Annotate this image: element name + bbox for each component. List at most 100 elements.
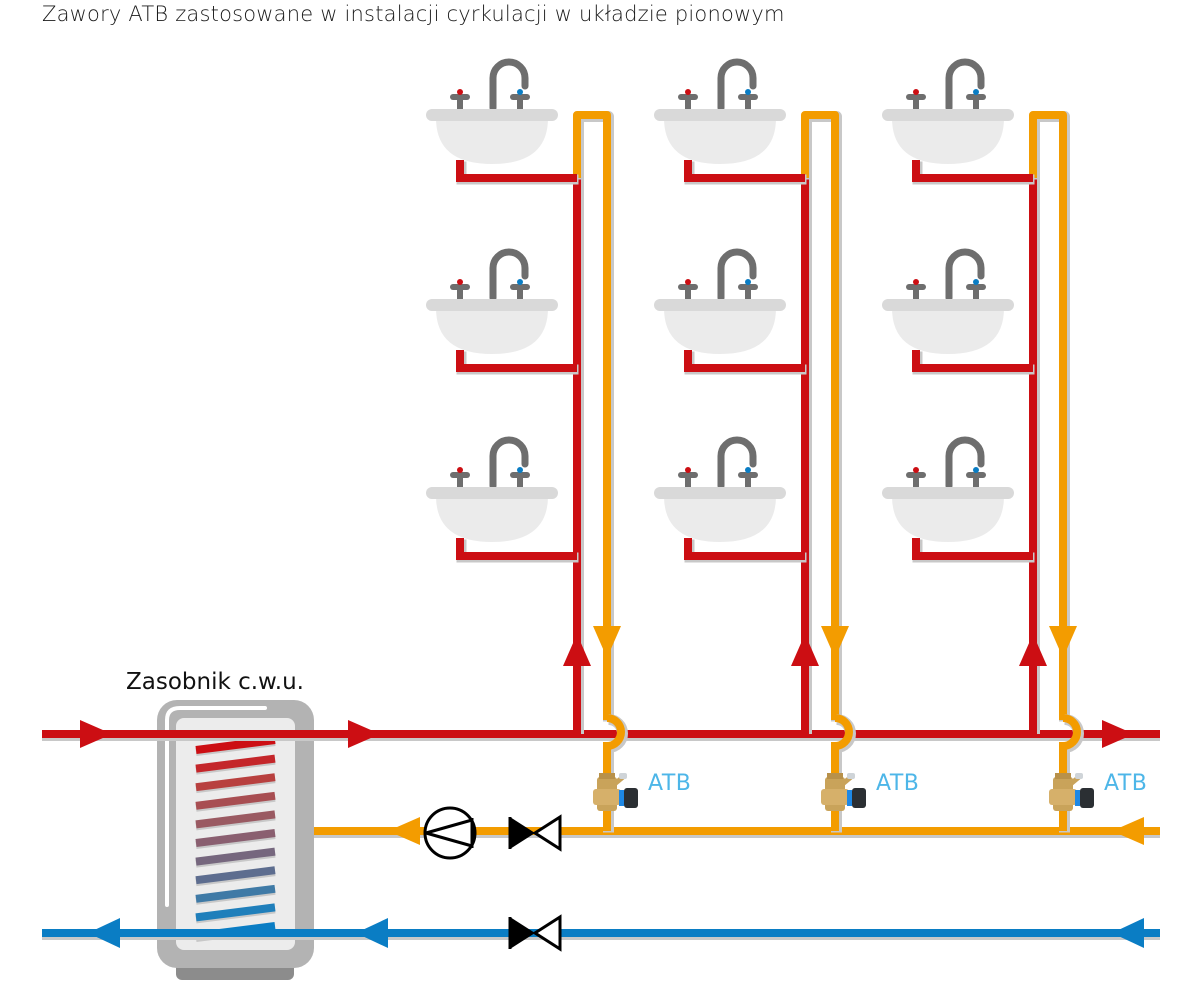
circulation-riser [801,111,839,720]
circ-arrow-tank-icon [388,817,420,845]
sink-rim [882,487,1014,499]
cold-tap-icon [973,279,979,285]
heating-coil [195,736,276,942]
faucet-icon [945,248,985,302]
faucet-icon [489,248,529,302]
hot-tap-icon [457,89,463,95]
coil-row [195,736,276,754]
cold-arrow-mid-icon [356,918,388,948]
sink-branch-pipe [456,538,577,560]
coil-row [195,754,276,773]
hot-water-main [42,730,1160,741]
coil-row [195,791,276,810]
riser-group-1 [426,58,638,833]
coil-row [195,847,276,866]
sink-rim [882,299,1014,311]
cold-water-shutoff-valve-icon [508,914,562,952]
hot-tap-icon [913,279,919,285]
hot-tap-icon [457,467,463,473]
coil-row [195,884,276,903]
circulation-pump-icon [423,806,477,860]
hot-tap-icon [685,467,691,473]
sink-rim [426,299,558,311]
atb-valve-icon [593,773,638,811]
hot-up-arrow-icon [791,634,819,666]
coil-row [195,829,276,847]
faucet-icon [489,436,529,490]
sink-rim [882,109,1014,121]
hot-tap-icon [913,89,919,95]
sink-icon [426,436,558,542]
sink-rim [426,109,558,121]
hot-arrow-out-icon [348,720,380,748]
cold-tap-icon [517,279,523,285]
sink-rim [654,109,786,121]
cold-tap-icon [973,467,979,473]
circulation-riser [573,111,611,720]
sink-branch-pipe [456,350,577,372]
atb-valve-icon [1049,773,1094,811]
sink-branch-pipe [912,160,1033,182]
hot-up-arrow-icon [1019,634,1047,666]
circulation-riser [1029,111,1067,720]
coil-row [195,903,276,922]
faucet-icon [945,436,985,490]
sink-bowl [892,496,1004,542]
sink-rim [426,487,558,499]
sink-branch-pipe [912,350,1033,372]
flow-arrows [80,720,1144,948]
sink-icon [654,58,786,164]
faucet-icon [717,436,757,490]
faucet-icon [717,248,757,302]
circ-down-arrow-icon [821,626,849,658]
sink-rim [654,299,786,311]
sink-bowl [436,496,548,542]
circulation-crossover [603,714,625,831]
cold-water-main [42,929,1160,940]
sink-branch-pipe [684,350,805,372]
hot-arrow-end-icon [1102,720,1134,748]
hot-tap-icon [457,279,463,285]
sink-rim [654,487,786,499]
circulation-crossover [831,714,853,831]
coil-row [195,866,276,885]
sink-branch-pipe [684,538,805,560]
faucet-icon [945,58,985,112]
hot-arrow-in-icon [80,720,112,748]
sink-icon [882,248,1014,354]
sink-bowl [436,308,548,354]
circ-down-arrow-icon [593,626,621,658]
cold-tap-icon [745,467,751,473]
sink-bowl [664,118,776,164]
hot-tap-icon [685,89,691,95]
sink-branch-pipe [912,538,1033,560]
sink-icon [882,58,1014,164]
atb-label-2: ATB [876,771,920,796]
faucet-icon [489,58,529,112]
faucet-icon [717,58,757,112]
cold-tap-icon [745,89,751,95]
cold-arrow-end-icon [1112,918,1144,948]
sink-bowl [436,118,548,164]
tank-highlight [165,706,267,907]
circ-arrow-end-icon [1112,817,1144,845]
tank-label: Zasobnik c.w.u. [126,669,304,695]
riser-group-3 [882,58,1094,833]
sink-branch-pipe [684,160,805,182]
sink-bowl [892,308,1004,354]
cold-tap-icon [517,89,523,95]
cold-tap-icon [517,467,523,473]
cold-tap-icon [973,89,979,95]
riser-group-2 [654,58,866,833]
circ-down-arrow-icon [1049,626,1077,658]
hot-tap-icon [913,467,919,473]
diagram-title: Zawory ATB zastosowane w instalacji cyrk… [42,2,785,26]
sink-bowl [892,118,1004,164]
sink-bowl [664,308,776,354]
sink-branch-pipe [456,160,577,182]
sink-icon [426,248,558,354]
circulation-shutoff-valve-icon [508,814,562,852]
cold-arrow-out-icon [88,918,120,948]
cold-tap-icon [745,279,751,285]
atb-valve-icon [821,773,866,811]
